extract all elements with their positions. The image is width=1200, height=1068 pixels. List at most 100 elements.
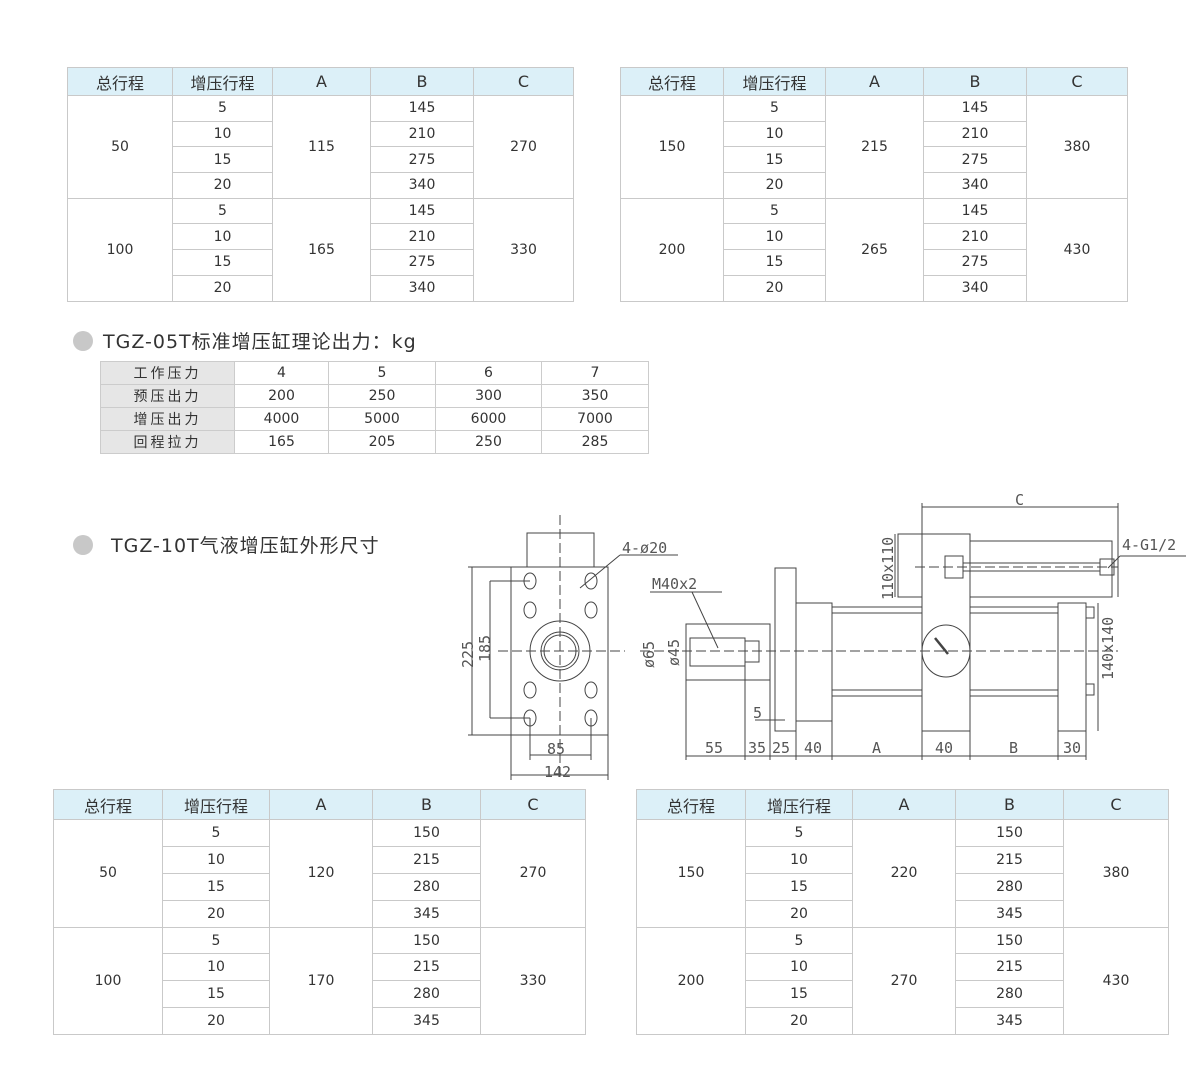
- dim-c-cell: 380: [1026, 95, 1128, 199]
- dimension-label: 4-ø20: [622, 539, 667, 557]
- dimension-label: 4-G1/2: [1122, 536, 1176, 554]
- boost-stroke-cell: 10: [172, 223, 273, 251]
- boost-stroke-cell: 10: [172, 120, 273, 148]
- dim-b-cell: 145: [370, 95, 474, 122]
- column-header: B: [372, 789, 481, 820]
- dimension-drawing: 4-ø20 M40x2 85 142 225 185 ø65 ø45 110x1…: [459, 491, 1186, 780]
- boost-stroke-cell: 20: [745, 1007, 853, 1036]
- dim-b-cell: 150: [955, 926, 1064, 955]
- drawing-title: TGZ-10T气液增压缸外形尺寸: [111, 535, 380, 557]
- force-heading: TGZ-05T标准增压缸理论出力：kg: [73, 327, 417, 354]
- dim-b-cell: 210: [923, 120, 1027, 148]
- dim-b-cell: 345: [372, 899, 481, 928]
- row-label: 回程拉力: [100, 430, 235, 454]
- column-header: A: [272, 67, 371, 96]
- dim-b-cell: 145: [923, 95, 1027, 122]
- dim-b-cell: 210: [370, 120, 474, 148]
- dim-c-cell: 330: [473, 197, 574, 302]
- drawing-heading: TGZ-10T气液增压缸外形尺寸: [73, 531, 380, 558]
- column-header: 总行程: [53, 789, 163, 820]
- force-value: 4000: [234, 407, 329, 431]
- force-value: 285: [541, 430, 649, 454]
- dim-a-cell: 170: [269, 926, 373, 1036]
- dim-b-cell: 345: [955, 899, 1064, 928]
- dim-b-cell: 340: [923, 172, 1027, 199]
- force-value: 250: [435, 430, 542, 454]
- column-header: 增压行程: [745, 789, 853, 820]
- dim-c-cell: 270: [473, 95, 574, 199]
- dim-b-cell: 340: [923, 274, 1027, 302]
- boost-stroke-cell: 5: [172, 197, 273, 225]
- column-header: B: [955, 789, 1064, 820]
- dimension-label: 185: [476, 635, 494, 662]
- force-value: 7: [541, 361, 649, 385]
- boost-stroke-cell: 15: [745, 872, 853, 901]
- boost-stroke-cell: 5: [162, 819, 270, 847]
- total-stroke-cell: 100: [53, 926, 163, 1036]
- dim-b-cell: 275: [370, 146, 474, 174]
- dimension-label: B: [1009, 739, 1018, 757]
- dim-b-cell: 280: [955, 872, 1064, 901]
- boost-stroke-cell: 20: [162, 899, 270, 928]
- boost-stroke-cell: 15: [172, 146, 273, 174]
- dim-a-cell: 220: [852, 819, 956, 928]
- table-row: 15 275: [68, 146, 574, 174]
- dimension-label: A: [872, 739, 881, 757]
- dim-b-cell: 210: [923, 223, 1027, 251]
- boost-stroke-cell: 15: [172, 249, 273, 276]
- boost-stroke-cell: 15: [745, 980, 853, 1009]
- boost-stroke-cell: 10: [162, 845, 270, 874]
- dim-b-cell: 280: [372, 980, 481, 1009]
- dimension-label: 40: [935, 739, 953, 757]
- column-header: 增压行程: [723, 67, 826, 96]
- total-stroke-cell: 50: [53, 819, 163, 928]
- dim-b-cell: 215: [372, 953, 481, 982]
- table-row: 20 345: [637, 899, 1169, 928]
- column-header: C: [480, 789, 586, 820]
- total-stroke-cell: 150: [620, 95, 724, 199]
- force-value: 5: [328, 361, 436, 385]
- boost-stroke-cell: 10: [162, 953, 270, 982]
- column-header: A: [269, 789, 373, 820]
- boost-stroke-cell: 10: [723, 120, 826, 148]
- dim-a-cell: 265: [825, 197, 924, 302]
- dim-b-cell: 340: [370, 274, 474, 302]
- boost-stroke-cell: 15: [162, 980, 270, 1009]
- dim-b-cell: 215: [955, 845, 1064, 874]
- dimension-label: 5: [753, 704, 762, 722]
- dim-b-cell: 275: [370, 249, 474, 276]
- column-header: C: [473, 67, 574, 96]
- total-stroke-cell: 200: [620, 197, 724, 302]
- dim-c-cell: 330: [480, 926, 586, 1036]
- dim-c-cell: 380: [1063, 819, 1169, 928]
- boost-stroke-cell: 5: [745, 926, 853, 955]
- dim-b-cell: 275: [923, 146, 1027, 174]
- column-header: 增压行程: [172, 67, 273, 96]
- total-stroke-cell: 100: [67, 197, 173, 302]
- row-label: 工作压力: [100, 361, 235, 385]
- dimension-label: M40x2: [652, 575, 697, 593]
- dim-b-cell: 150: [955, 819, 1064, 847]
- dim-b-cell: 150: [372, 819, 481, 847]
- table-row: 10 210: [621, 120, 1128, 148]
- dimension-label: 225: [459, 641, 477, 668]
- boost-stroke-cell: 20: [745, 899, 853, 928]
- dim-a-cell: 270: [852, 926, 956, 1036]
- column-header: A: [825, 67, 924, 96]
